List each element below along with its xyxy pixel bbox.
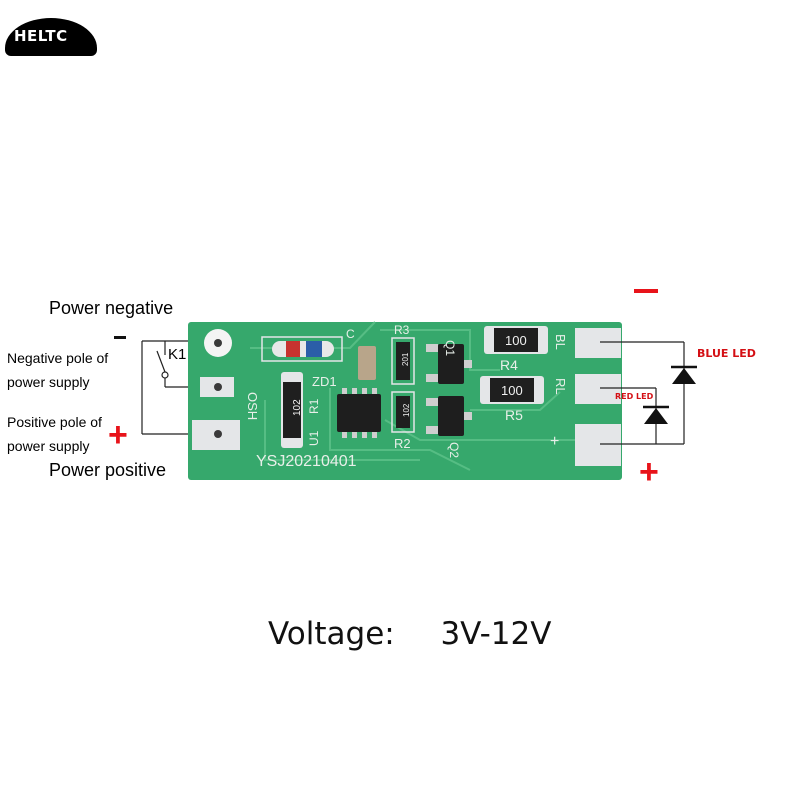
positive-pole-label: Positive pole of power supply (7, 414, 102, 454)
capacitor-c (358, 346, 376, 380)
resistor-r3 (396, 342, 410, 380)
mount-hole (214, 339, 222, 347)
power-negative-label: Power negative (49, 298, 174, 318)
label-q1: Q1 (443, 340, 457, 356)
label-plus-pad: + (550, 433, 559, 450)
voltage-value: 3V-12V (440, 616, 552, 652)
ic-u1 (337, 394, 381, 432)
board-marking: YSJ20210401 (256, 453, 357, 470)
resistor-r2 (396, 396, 410, 428)
r3-value: 201 (401, 352, 410, 366)
resistor-r5 (490, 378, 534, 402)
label-r3: R3 (394, 323, 410, 337)
blue-led-symbol (671, 365, 697, 384)
r5-value: 100 (501, 383, 523, 398)
red-led-label: RED LED (615, 392, 654, 401)
input-minus-sign (114, 336, 126, 339)
r4-value: 100 (505, 333, 527, 348)
switch-k1-label: K1 (168, 346, 187, 363)
label-r2: R2 (394, 436, 411, 451)
voltage-caption: Voltage: 3V-12V (268, 616, 551, 652)
zener-diode-zd1 (272, 341, 334, 357)
input-plus-sign: + (108, 416, 128, 454)
resistor-r1 (283, 382, 301, 438)
pad-bl (575, 328, 621, 358)
label-u1: U1 (307, 430, 321, 446)
label-rl: RL (553, 378, 568, 395)
label-r5: R5 (505, 407, 523, 423)
resistor-r4 (494, 328, 538, 352)
blue-led-label: BLUE LED (697, 347, 756, 360)
switch-contact (161, 371, 169, 379)
r1-value: 102 (292, 399, 303, 416)
voltage-label: Voltage: (268, 616, 395, 652)
label-osh: OSH (245, 392, 260, 420)
label-q2: Q2 (447, 442, 461, 458)
output-minus-sign (634, 289, 658, 293)
label-zd1: ZD1 (312, 374, 337, 389)
output-plus-sign: + (639, 453, 659, 491)
label-bl: BL (553, 334, 568, 350)
label-r1: R1 (307, 398, 321, 414)
transistor-q2 (438, 396, 464, 436)
negative-pole-label: Negative pole of power supply (7, 350, 109, 390)
label-r4: R4 (500, 357, 518, 373)
pad-plus (575, 424, 621, 466)
power-positive-label: Power positive (49, 460, 167, 480)
label-c: C (346, 327, 355, 341)
brand-logo-text: HELTC (14, 27, 68, 45)
r2-value: 102 (402, 403, 411, 417)
transistor-q1 (438, 344, 464, 384)
pad-rl (575, 374, 621, 404)
red-led-symbol (643, 405, 669, 424)
